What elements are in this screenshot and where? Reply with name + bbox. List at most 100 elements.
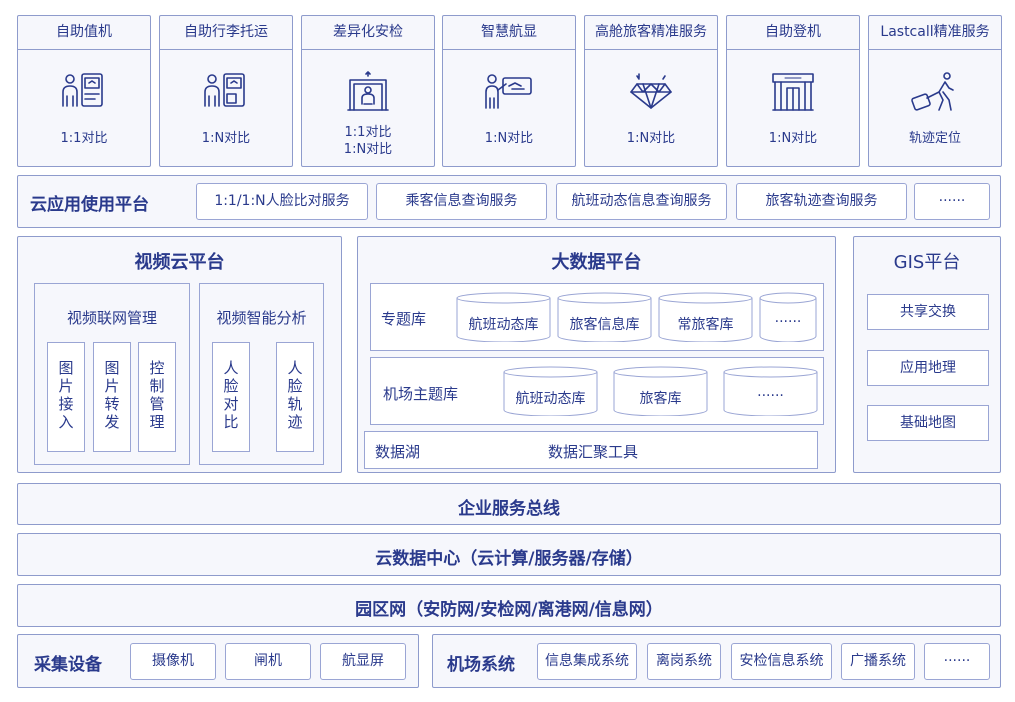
video-analysis-title: 视频智能分析 (216, 309, 307, 327)
video-network-panel: 视频联网管理 图片接入 图片转发 控制管理 (34, 283, 190, 465)
airport-sys-title: 机场系统 (447, 655, 515, 675)
enterprise-service-bus: 企业服务总线 (17, 483, 1001, 525)
gis-platform: GIS平台 共享交换 应用地理 基础地图 (853, 236, 1001, 473)
service-card-6: 自助登机 1:N对比 (726, 15, 860, 167)
service-compare-label: 1:N对比 (768, 131, 818, 146)
layer-label-net: 园区网（安防网/安检网/离港网/信息网） (355, 600, 663, 620)
gis-title: GIS平台 (893, 252, 961, 273)
airport-db-label: 机场主题库 (383, 385, 459, 403)
service-compare-label: 1:N对比 (343, 142, 393, 157)
diamond-icon (625, 70, 677, 112)
service-card-3: 差异化安检 1:1对比 1:N对比 (301, 15, 435, 167)
service-title: 自助值机 (18, 16, 150, 50)
database-label: ······ (774, 314, 802, 330)
database-cylinder: ······ (759, 292, 817, 342)
traveler-icon (909, 70, 961, 112)
cloud-app-item-passenger: 乘客信息查询服务 (376, 183, 547, 220)
video-analysis-item-compare: 人脸对比 (212, 342, 250, 452)
airport-systems: 机场系统 信息集成系统 离岗系统 安检信息系统 广播系统 ······ (432, 634, 1001, 688)
service-compare-label: 1:1对比 (344, 125, 392, 140)
service-body: 1:N对比 (160, 50, 292, 166)
database-label: 航班动态库 (515, 391, 586, 407)
bigdata-title: 大数据平台 (551, 252, 642, 273)
self-checkin-icon (58, 70, 110, 112)
security-gate-icon (342, 70, 394, 112)
cloud-app-item-track: 旅客轨迹查询服务 (736, 183, 907, 220)
sys-integration: 信息集成系统 (537, 643, 637, 680)
service-compare-label: 1:N对比 (201, 131, 251, 146)
service-body: 轨迹定位 (869, 50, 1001, 166)
service-title: Lastcall精准服务 (869, 16, 1001, 50)
device-gate: 闸机 (225, 643, 311, 680)
layer-label-dc: 云数据中心（云计算/服务器/存储） (375, 549, 643, 569)
database-label: 航班动态库 (468, 317, 539, 333)
service-card-5: 高舱旅客精准服务 1:N对比 (584, 15, 718, 167)
collection-title: 采集设备 (34, 655, 102, 675)
service-body: 1:1对比 1:N对比 (302, 50, 434, 166)
topic-db-panel: 专题库 航班动态库 旅客信息库 常旅客库 ······ (370, 283, 824, 351)
sys-more: ······ (924, 643, 990, 680)
baggage-drop-icon (200, 70, 252, 112)
service-body: 1:N对比 (443, 50, 575, 166)
service-card-2: 自助行李托运 1:N对比 (159, 15, 293, 167)
service-compare-label: 1:N对比 (484, 131, 534, 146)
data-lake-tool: 数据汇聚工具 (548, 443, 639, 461)
service-card-7: Lastcall精准服务轨迹定位 (868, 15, 1002, 167)
video-cloud-title: 视频云平台 (134, 252, 225, 273)
service-body: 1:1对比 (18, 50, 150, 166)
service-compare-label: 1:N对比 (626, 131, 676, 146)
collection-devices: 采集设备 摄像机 闸机 航显屏 (17, 634, 419, 688)
database-cylinder: 常旅客库 (658, 292, 753, 342)
video-analysis-panel: 视频智能分析 人脸对比 人脸轨迹 (199, 283, 324, 465)
service-body: 1:N对比 (585, 50, 717, 166)
service-title: 自助登机 (727, 16, 859, 50)
data-lake-label: 数据湖 (375, 443, 421, 461)
device-display: 航显屏 (320, 643, 406, 680)
sys-broadcast: 广播系统 (841, 643, 915, 680)
data-lake-panel: 数据湖 数据汇聚工具 (364, 431, 818, 469)
cloud-data-center: 云数据中心（云计算/服务器/存储） (17, 533, 1001, 576)
cloud-app-item-flight: 航班动态信息查询服务 (556, 183, 727, 220)
airport-db-panel: 机场主题库 航班动态库 旅客库 ······ (370, 357, 824, 425)
video-network-item-in: 图片接入 (47, 342, 85, 452)
flight-display-icon (483, 70, 535, 112)
service-card-4: 智慧航显 1:N对比 (442, 15, 576, 167)
service-title: 差异化安检 (302, 16, 434, 50)
service-body: 1:N对比 (727, 50, 859, 166)
topic-db-label: 专题库 (381, 310, 427, 328)
database-label: 常旅客库 (677, 317, 734, 333)
video-network-item-ctrl: 控制管理 (138, 342, 176, 452)
service-compare-label: 1:1对比 (60, 131, 108, 146)
device-camera: 摄像机 (130, 643, 216, 680)
gis-item-share: 共享交换 (867, 294, 989, 330)
database-label: 旅客库 (639, 391, 682, 407)
bigdata-platform: 大数据平台 专题库 航班动态库 旅客信息库 常旅客库 ······ 机场主题库 … (357, 236, 836, 473)
cloud-app-title: 云应用使用平台 (30, 195, 149, 215)
database-cylinder: 航班动态库 (503, 366, 598, 416)
cloud-app-item-face: 1:1/1:N人脸比对服务 (196, 183, 368, 220)
layer-label-esb: 企业服务总线 (458, 499, 560, 519)
sys-departure: 离岗系统 (647, 643, 721, 680)
database-cylinder: 航班动态库 (456, 292, 551, 342)
gis-item-app-geo: 应用地理 (867, 350, 989, 386)
sys-security-info: 安检信息系统 (731, 643, 832, 680)
video-analysis-item-track: 人脸轨迹 (276, 342, 314, 452)
service-compare-label: 轨迹定位 (908, 131, 961, 146)
database-label: ······ (757, 388, 784, 404)
video-cloud-platform: 视频云平台 视频联网管理 图片接入 图片转发 控制管理 视频智能分析 人脸对比 … (17, 236, 342, 473)
gis-item-base-map: 基础地图 (867, 405, 989, 441)
service-title: 自助行李托运 (160, 16, 292, 50)
database-cylinder: ······ (723, 366, 818, 416)
database-cylinder: 旅客信息库 (557, 292, 652, 342)
database-cylinder: 旅客库 (613, 366, 708, 416)
service-title: 高舱旅客精准服务 (585, 16, 717, 50)
service-card-1: 自助值机 1:1对比 (17, 15, 151, 167)
video-network-title: 视频联网管理 (66, 309, 157, 327)
service-title: 智慧航显 (443, 16, 575, 50)
boarding-gate-icon (767, 70, 819, 112)
cloud-app-item-more: ······ (914, 183, 990, 220)
cloud-app-platform: 云应用使用平台 1:1/1:N人脸比对服务 乘客信息查询服务 航班动态信息查询服… (17, 175, 1001, 228)
video-network-item-fwd: 图片转发 (93, 342, 131, 452)
database-label: 旅客信息库 (569, 317, 640, 333)
campus-network: 园区网（安防网/安检网/离港网/信息网） (17, 584, 1001, 627)
